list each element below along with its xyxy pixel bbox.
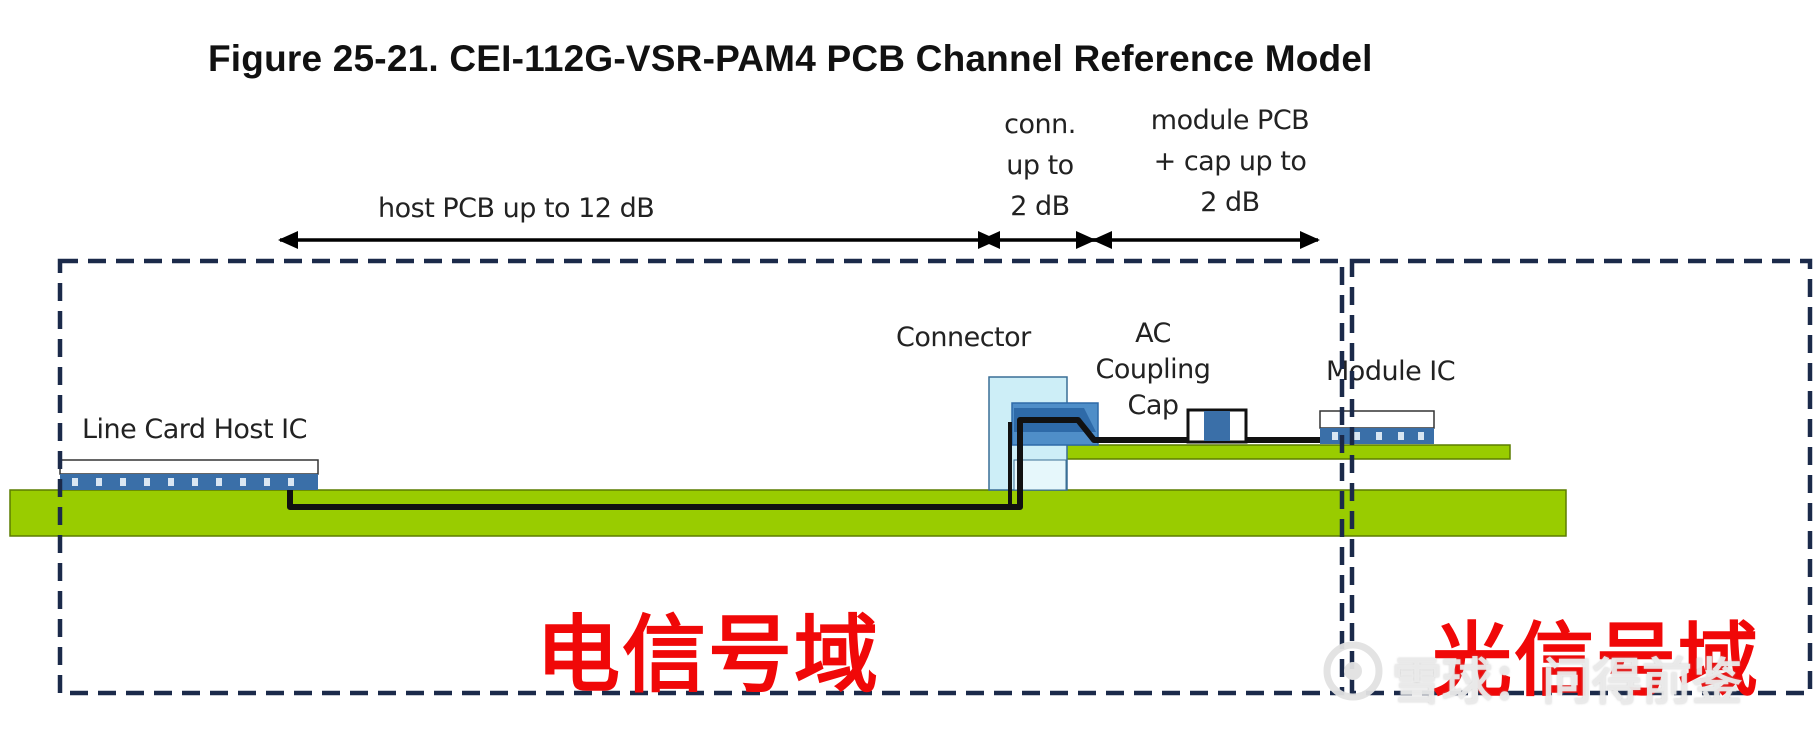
ac-coupling-cap: [1186, 408, 1248, 444]
conn-span-label: conn. up to 2 dB: [990, 104, 1090, 227]
ac-coupling-cap-line-3: Cap: [1127, 390, 1179, 421]
module-pcb-span-label: module PCB + cap up to 2 dB: [1130, 100, 1330, 223]
electrical-domain-label: 电信号域: [536, 606, 881, 704]
watermark-logo-icon: [1323, 641, 1383, 701]
host-pcb-board: [9, 489, 1567, 537]
optical-domain-label: 光信号域: [1432, 614, 1760, 707]
ac-coupling-cap-line-1: AC: [1135, 318, 1171, 349]
conn-span-line-2: up to: [1006, 150, 1074, 181]
optical-domain-box: [1349, 258, 1813, 696]
module-ic: [1319, 410, 1435, 444]
module-pcb-span-line-1: module PCB: [1150, 105, 1310, 136]
host-pcb-span-label: host PCB up to 12 dB: [378, 193, 655, 224]
figure-title: Figure 25-21. CEI-112G-VSR-PAM4 PCB Chan…: [208, 38, 1373, 79]
conn-span-line-3: 2 dB: [1010, 191, 1070, 222]
line-card-host-ic: [59, 459, 319, 490]
connector-label: Connector: [896, 322, 1031, 353]
ac-coupling-cap-line-2: Coupling: [1095, 354, 1211, 385]
module-ic-label: Module IC: [1326, 356, 1456, 387]
watermark-text: 雪球：问得前鉴: [1392, 653, 1742, 711]
module-pcb-span-line-2: + cap up to: [1153, 146, 1307, 177]
ac-coupling-cap-label: AC Coupling Cap: [1092, 316, 1214, 424]
dimension-arrows: [278, 231, 1320, 249]
host-trace: [287, 417, 1320, 510]
conn-span-line-1: conn.: [1004, 109, 1076, 140]
electrical-domain-box: [57, 258, 1345, 696]
connector: [988, 376, 1099, 491]
module-pcb-span-line-3: 2 dB: [1200, 187, 1260, 218]
module-pcb-board: [1065, 444, 1511, 460]
line-card-host-ic-label: Line Card Host IC: [82, 414, 307, 445]
